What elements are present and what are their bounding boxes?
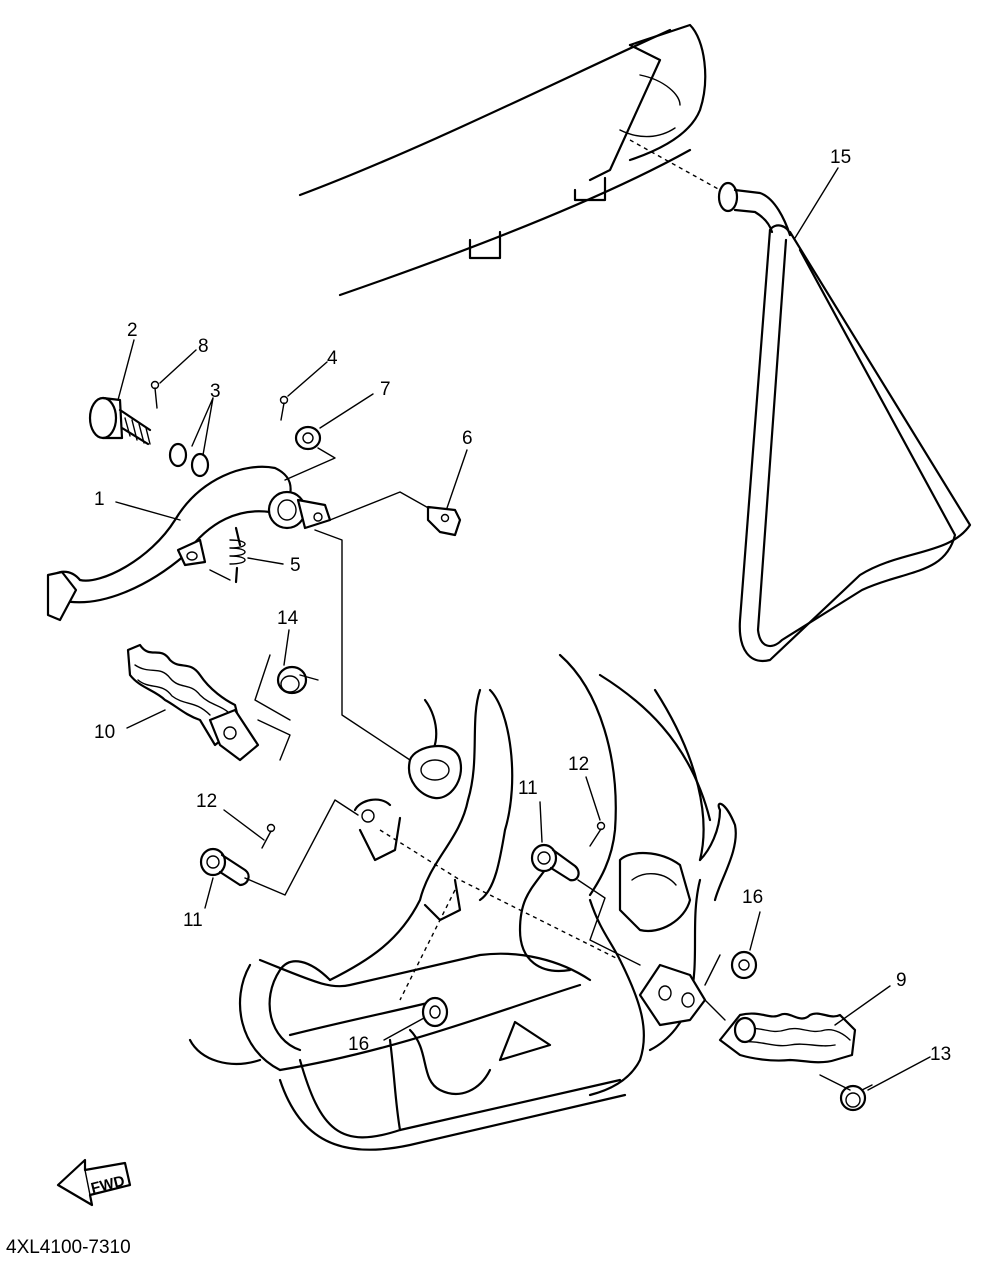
frame-outline [188, 529, 737, 1151]
nut-part-16-lower [421, 996, 449, 1028]
callout-12-left: 12 [196, 791, 217, 812]
callout-6: 6 [462, 428, 473, 449]
part-code: 4XL4100-7310 [6, 1237, 131, 1258]
o-rings-part-3 [168, 442, 210, 478]
callout-16-right: 16 [742, 887, 763, 908]
spring-part-13 [839, 1084, 873, 1112]
callout-7: 7 [380, 379, 391, 400]
callout-13: 13 [930, 1044, 951, 1065]
callout-2: 2 [127, 320, 138, 341]
brake-pedal-part-1 [46, 465, 433, 622]
bolt-part-11-right [530, 843, 641, 966]
rear-fender-outline [298, 23, 721, 297]
footrest-right-part-9 [638, 954, 857, 1091]
callout-16-lower: 16 [348, 1034, 369, 1055]
leader-lines [115, 167, 931, 1091]
callout-4: 4 [327, 348, 338, 369]
pivot-shaft-part-2 [88, 396, 152, 446]
callout-1: 1 [94, 489, 105, 510]
bolt-part-11-left [199, 799, 359, 896]
callout-9: 9 [896, 970, 907, 991]
callout-11-right: 11 [518, 778, 538, 799]
callout-8: 8 [198, 336, 209, 357]
callout-15: 15 [830, 147, 851, 168]
fwd-arrow-icon: FWD [56, 1158, 132, 1207]
cotter-pin-part-12-left [261, 823, 276, 849]
cotter-pin-part-8 [150, 380, 160, 409]
cotter-pin-part-12-right [589, 821, 606, 847]
callout-10: 10 [94, 722, 115, 743]
rear-stand-part-15 [717, 181, 972, 663]
callout-3: 3 [210, 381, 221, 402]
footrest-left-part-10 [126, 643, 291, 762]
callout-11-left: 11 [183, 910, 203, 931]
spring-part-14 [254, 654, 319, 721]
callout-labels: 1 2 3 4 5 6 7 8 9 10 11 11 12 12 13 14 1… [94, 147, 951, 1065]
pin-part-6 [426, 505, 462, 537]
nut-part-16-right [730, 950, 758, 980]
washer-part-7 [284, 425, 336, 481]
callout-14: 14 [277, 608, 299, 629]
spring-part-5 [209, 526, 246, 584]
callout-5: 5 [290, 555, 301, 576]
cotter-pin-part-4 [279, 395, 289, 421]
callout-12-right: 12 [568, 754, 589, 775]
